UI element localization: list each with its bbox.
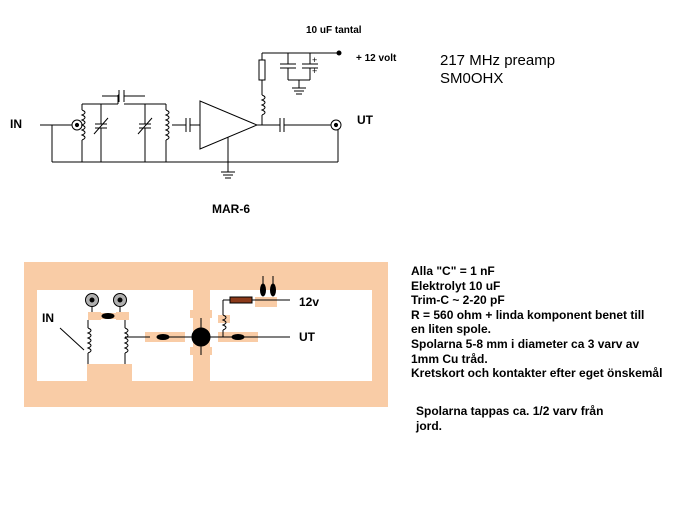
pcb-supply-label: 12v: [299, 295, 320, 309]
pcb-output-label: UT: [299, 330, 315, 344]
output-label: UT: [357, 113, 373, 127]
cap-plus-sign-1: +: [312, 55, 318, 65]
note-line: 1mm Cu tråd.: [411, 351, 488, 366]
pcb-coil-2: [123, 320, 150, 364]
input-coil: [80, 104, 86, 162]
note-line: Spolarna tappas ca. 1/2 varv från: [416, 404, 604, 418]
note-line: Alla "C" = 1 nF: [411, 264, 495, 278]
coupling-capacitor-top: [102, 90, 145, 104]
pcb-capacitor-top: [101, 313, 115, 319]
choke-coil: [260, 80, 266, 125]
cap-plus-sign-2: +: [312, 66, 318, 76]
supply-voltage-label: + 12 volt: [356, 53, 397, 64]
pcb-connector-2: [113, 293, 127, 312]
coil-tap-note: Spolarna tappas ca. 1/2 varv från jord.: [416, 404, 603, 433]
pcb-capacitor-output: [210, 334, 290, 340]
note-line: Kretskort och kontakter efter eget önske…: [411, 366, 663, 381]
mar6-amplifier-symbol: [199, 100, 259, 179]
pcb-tantal-capacitors: [260, 276, 276, 297]
pcb-input-label: IN: [42, 311, 54, 325]
note-line: en liten spole.: [411, 322, 492, 337]
tantal-cap-label: 10 uF tantal: [306, 25, 362, 36]
trim-capacitor-2: [137, 104, 153, 162]
output-connector-symbol: [330, 119, 342, 131]
coupling-capacitor-input: [172, 118, 200, 132]
diagram-title: 217 MHz preamp: [440, 52, 556, 69]
note-line: Spolarna 5-8 mm i diameter ca 3 varv av: [411, 336, 640, 351]
coupling-capacitor-output: [275, 118, 331, 132]
tantal-capacitors: [280, 53, 318, 95]
note-line: Trim-C ~ 2-20 pF: [411, 293, 505, 308]
bias-resistor: [258, 53, 266, 81]
note-line: jord.: [416, 418, 442, 433]
trim-capacitor-1: [93, 104, 109, 162]
component-notes: Alla "C" = 1 nF Elektrolyt 10 uF Trim-C …: [411, 264, 662, 381]
ic-label: MAR-6: [212, 202, 250, 216]
output-coil-tank: [164, 104, 170, 162]
note-line: Elektrolyt 10 uF: [411, 278, 501, 293]
note-line: R = 560 ohm + linda komponent benet till: [411, 307, 645, 322]
pcb-capacitor-input: [156, 334, 193, 340]
pcb-choke-coil: [221, 300, 227, 337]
author-callsign: SM0OHX: [440, 70, 504, 87]
input-connector-symbol: [40, 119, 83, 131]
pcb-coil-1: [59, 320, 92, 364]
input-label: IN: [10, 117, 22, 131]
pcb-resistor: [223, 296, 290, 304]
pcb-connector-1: [85, 293, 99, 312]
